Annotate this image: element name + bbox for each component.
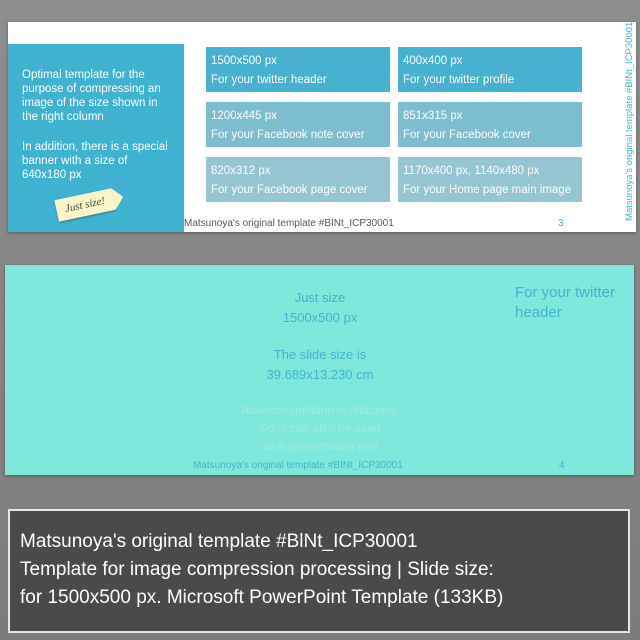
size-label: 851x315 px [403, 110, 463, 122]
faint-note-line: Advance notation is attached. [241, 403, 399, 417]
size-label: 1500x500 px [211, 55, 277, 67]
caption-title: Matsunoya's original template #BlNt_ICP3… [20, 531, 418, 552]
size-box-facebook-page: 820x312 px For your Facebook page cover [206, 157, 390, 202]
size-box-homepage-main: 1170x400 px, 1140x480 px For your Home p… [398, 157, 582, 202]
faint-note-line: So, it can also be used [259, 421, 381, 435]
just-size-heading: Just size [294, 290, 346, 305]
size-label: 1170x400 px, 1140x480 px [403, 165, 540, 177]
size-box-twitter-profile: 400x400 px For your twitter profile [398, 47, 582, 92]
size-description: For your Home page main image [403, 184, 572, 196]
size-description: For your twitter profile [403, 74, 515, 86]
slide-3-preview: Optimal template for the purpose of comp… [8, 22, 636, 232]
size-box-facebook-note: 1200x445 px For your Facebook note cover [206, 102, 390, 147]
caption-box: Matsunoya's original template #BlNt_ICP3… [8, 509, 630, 633]
twitter-header-label: For your twitter header [515, 284, 616, 321]
size-label: 400x400 px [403, 55, 463, 67]
caption-description: Template for image compression processin… [20, 559, 494, 580]
slide-size-heading: The slide size is [273, 347, 367, 362]
size-label: 820x312 px [211, 165, 271, 177]
page-number: 4 [559, 460, 565, 471]
size-description: For your Facebook page cover [211, 184, 368, 196]
size-label: 1200x445 px [211, 110, 277, 122]
slide-size-value: 39.689x13.230 cm [266, 367, 374, 382]
slide-4-preview: Just size 1500x500 px The slide size is … [5, 265, 634, 475]
size-box-facebook-cover: 851x315 px For your Facebook cover [398, 102, 582, 147]
description-panel: Optimal template for the purpose of comp… [8, 44, 184, 232]
size-description: For your Facebook note cover [211, 129, 365, 141]
banner-note-text: In addition, there is a special banner w… [22, 141, 168, 181]
caption-file-info: for 1500x500 px. Microsoft PowerPoint Te… [20, 587, 504, 608]
faint-note-line: as a presentation too! [262, 439, 378, 453]
slide-footer: Matsunoya's original template #BINt_ICP3… [193, 460, 403, 471]
description-text: Optimal template for the purpose of comp… [22, 69, 161, 123]
size-value: 1500x500 px [282, 310, 358, 325]
size-description: For your twitter header [211, 74, 327, 86]
slide-footer: Matsunoya's original template #BINt_ICP3… [184, 218, 394, 229]
size-description: For your Facebook cover [403, 129, 531, 141]
size-box-twitter-header: 1500x500 px For your twitter header [206, 47, 390, 92]
page-number: 3 [558, 218, 564, 229]
vertical-template-id: Matsunoya's original template #BINt_ICP3… [624, 21, 635, 221]
